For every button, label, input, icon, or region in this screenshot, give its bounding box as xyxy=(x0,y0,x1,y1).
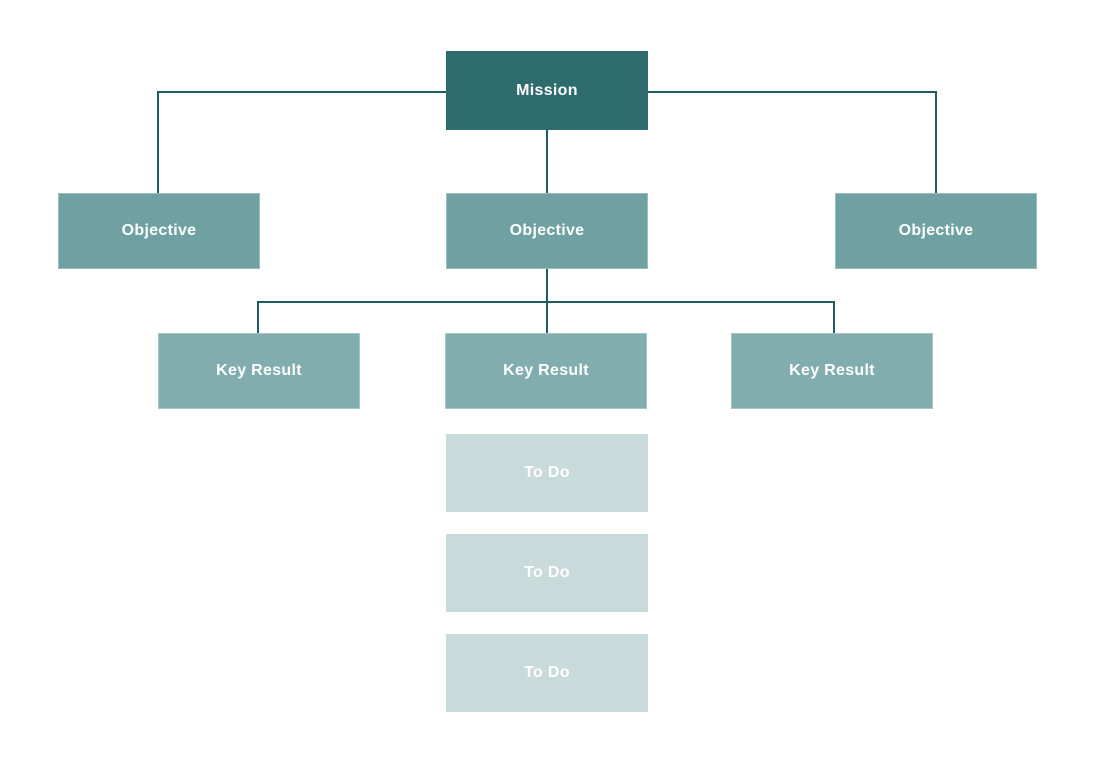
connector-crossbar-to-right-keyresult xyxy=(833,301,835,334)
mission-node: Mission xyxy=(446,51,648,130)
objective-label: Objective xyxy=(121,222,197,239)
key-result-label: Key Result xyxy=(503,362,589,379)
key-result-label: Key Result xyxy=(216,362,302,379)
connector-crossbar-to-left-keyresult xyxy=(257,301,259,334)
key-result-node-middle: Key Result xyxy=(445,333,647,409)
connector-mission-to-left-objective-vertical xyxy=(157,91,159,194)
objective-label: Objective xyxy=(509,222,585,239)
objective-node-left: Objective xyxy=(58,193,260,269)
key-result-label: Key Result xyxy=(789,362,875,379)
connector-keyresults-crossbar xyxy=(257,301,835,303)
todo-label: To Do xyxy=(524,664,570,681)
connector-mission-to-middle-objective xyxy=(546,130,548,194)
connector-mission-to-left-objective-horizontal xyxy=(157,91,447,93)
connector-mission-to-right-objective-vertical xyxy=(935,91,937,194)
todo-node-3: To Do xyxy=(446,634,648,712)
connector-mission-to-right-objective-horizontal xyxy=(648,91,937,93)
key-result-node-right: Key Result xyxy=(731,333,933,409)
key-result-node-left: Key Result xyxy=(158,333,360,409)
todo-node-2: To Do xyxy=(446,534,648,612)
todo-node-1: To Do xyxy=(446,434,648,512)
objective-node-right: Objective xyxy=(835,193,1037,269)
objective-label: Objective xyxy=(898,222,974,239)
todo-label: To Do xyxy=(524,464,570,481)
objective-node-middle: Objective xyxy=(446,193,648,269)
mission-label: Mission xyxy=(516,81,578,99)
todo-label: To Do xyxy=(524,564,570,581)
